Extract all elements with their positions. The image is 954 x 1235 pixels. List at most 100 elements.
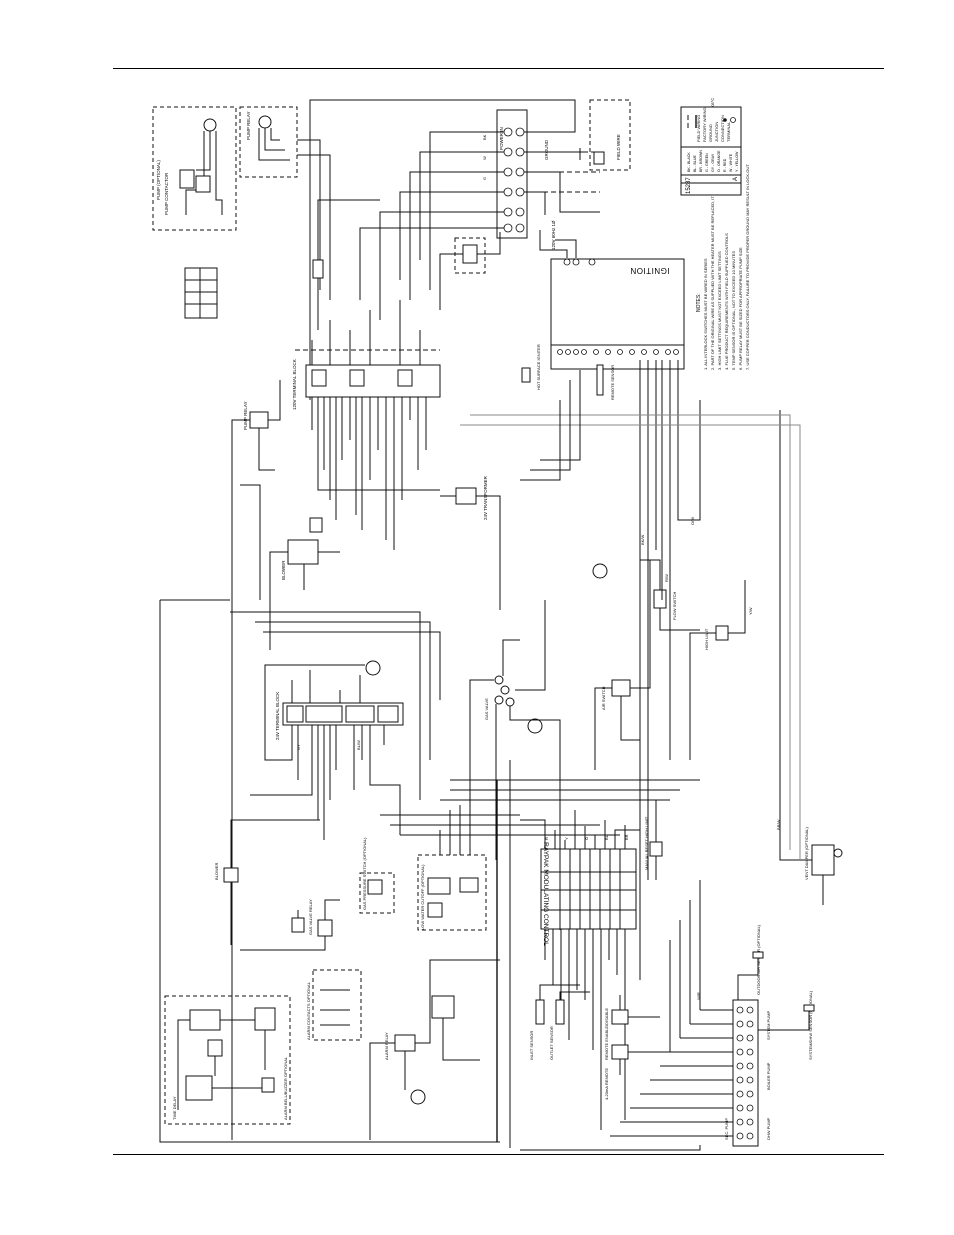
boiler-pump-label: BOILER PUMP <box>766 1062 771 1090</box>
modulating-control: RAYPAK MODULATING CONTROL <box>540 842 637 946</box>
power-in-block: POWER IN GROUND 120V 60Hz 1Ø <box>496 109 556 250</box>
gas-valve-junction: GAS VALVE <box>469 600 561 930</box>
gas-pressure-switch: GAS PRESSURE SWITCH (OPTIONAL) <box>359 837 395 914</box>
blower-relay: BLOWER <box>269 517 340 650</box>
note-2: 2. PART OF THE ORIGINAL WIRE AS SUPPLIED… <box>710 98 715 370</box>
color-bk: BK - BLACK <box>687 152 691 172</box>
pump-relay-main-label: PUMP RELAY <box>243 401 248 430</box>
manual-reset: MANUAL RESET HIGH LIMIT <box>644 800 663 880</box>
blower-switch: BLOWER <box>214 819 320 945</box>
color-y: Y - YELLOW <box>735 151 739 172</box>
system-pump-label: SYSTEM PUMP <box>766 1011 771 1040</box>
legend-box: FIELD WIRING FACTORY WIRING GROUND JUNCT… <box>680 106 742 196</box>
drawing-revision: A <box>733 177 739 181</box>
wire-tag-bk: BK <box>482 134 487 140</box>
transformer: 24V TRANSFORMER <box>440 475 501 610</box>
wire-tag-r: R <box>544 837 549 840</box>
dhw-pump-label: DHW PUMP <box>766 1117 771 1140</box>
blower-switch-label: BLOWER <box>214 863 219 880</box>
flow-switch: FLOW SWITCH <box>640 559 700 631</box>
pump-rating-table <box>184 267 218 319</box>
air-switch: AIR SWITCH <box>594 560 651 770</box>
outlet-sensor-label: OUTLET SENSOR <box>549 1026 554 1060</box>
color-gy: GY - GRAY <box>711 153 715 172</box>
sec-pump-label: SEC. PUMP <box>724 1118 729 1140</box>
alarm-bell-label: ALARM BELL/BUZZER OPTIONAL <box>283 1056 288 1120</box>
alarm-relay-label: ALARM RELAY <box>384 1032 389 1060</box>
wire-tag-bl: BL <box>604 834 609 840</box>
ignition-terminals <box>557 258 679 355</box>
legend-terminal: TERMINAL <box>726 121 731 142</box>
alarm-relay: ALARM RELAY <box>369 959 500 1140</box>
vent-damper: VENT DAMPER (OPTIONAL) <box>779 410 843 905</box>
note-3: 3. HIGH LIMIT SETTINGS MUST NOT EXCEED L… <box>717 251 722 370</box>
color-g: G - GREEN <box>705 153 709 172</box>
manual-reset-label: MANUAL RESET HIGH LIMIT <box>644 816 649 870</box>
wire-tag-bkw: BK/W <box>640 535 645 545</box>
gas-valve-label: GAS VALVE <box>484 698 489 720</box>
note-1: 1. ALL INTERLOCK SWITCHES MUST BE WIRED … <box>703 258 708 370</box>
gas-valve-relay: GAS VALVE RELAY <box>240 899 340 951</box>
ignition-module: IGNITION <box>539 230 685 370</box>
wire-tag-ow: O/W <box>690 517 695 525</box>
air-switch-label: AIR SWITCH <box>601 686 606 710</box>
wire-tag-gy: GY <box>296 744 301 750</box>
field-wire-label: FIELD WIRE <box>616 134 621 160</box>
header-rule <box>113 68 884 69</box>
wire-tag-rw: R/W <box>664 574 669 582</box>
pump-option-box: PUMP CONTACTOR PUMP (OPTIONAL) <box>152 106 237 231</box>
legend-junction: JUNCTION <box>714 122 719 142</box>
high-limit: HIGH LIMIT <box>689 580 746 760</box>
modulating-title: RAYPAK MODULATING CONTROL <box>542 842 549 946</box>
note-4: 4. FLUE PRODUCT REQUIREMENTS WITH FIELD … <box>724 233 729 370</box>
legend-connection: CONNECTION <box>720 115 725 142</box>
gas-pressure-label: GAS PRESSURE SWITCH (OPTIONAL) <box>362 837 367 910</box>
time-delay-label: TIME DELAY <box>172 1096 177 1120</box>
legend-factory: FACTORY WIRING <box>702 107 707 142</box>
footer-rule <box>113 1154 884 1155</box>
notes-block: NOTES: 1. ALL INTERLOCK SWITCHES MUST BE… <box>696 98 750 370</box>
flow-switch-label: FLOW SWITCH <box>672 591 677 620</box>
tb24-label: 24V TERMINAL BLOCK <box>275 692 280 740</box>
supply-label: 120V 60Hz 1Ø <box>551 220 556 250</box>
remote-enable: REMOTE ENABLE/DISABLE 4-20mA REMOTE <box>604 995 670 1100</box>
remote-sensor-label: REMOTE SENSOR <box>610 365 615 400</box>
wire-tag-w: W <box>482 156 487 160</box>
gas-valve-relay-label: GAS VALVE RELAY <box>308 899 313 935</box>
low-water-cutoff: LOW WATER CUTOFF (OPTIONAL) <box>417 854 487 931</box>
pump-relay-component: PUMP RELAY <box>231 380 281 1140</box>
pump-relay-label: PUMP RELAY <box>246 111 251 140</box>
remote-enable-label: REMOTE ENABLE/DISABLE <box>604 1008 609 1060</box>
color-br: BR - BROWN <box>699 150 703 172</box>
drawing-number: 15287 <box>686 177 692 194</box>
field-terminal-strip <box>732 999 759 1147</box>
remote-4-20-label: 4-20mA REMOTE <box>604 1068 609 1100</box>
alarm-bell-box: TIME DELAY ALARM BELL/BUZZER OPTIONAL <box>164 995 291 1125</box>
note-6: 6. PUMP RELAY MUST BE SIZED FOR APPROPRI… <box>738 247 743 370</box>
ground-label: GROUND <box>544 139 549 160</box>
wire-tag-g: G <box>482 177 487 180</box>
terminal-block-24v: 24V TERMINAL BLOCK <box>275 692 404 740</box>
inlet-sensor-label: INLET SENSOR <box>529 1031 534 1060</box>
ignition-title: IGNITION <box>630 266 670 275</box>
pump-optional-label: PUMP (OPTIONAL) <box>156 160 161 200</box>
power-in-label: POWER IN <box>499 127 504 150</box>
note-7: 7. USE COPPER CONDUCTORS ONLY, FAILURE T… <box>745 164 750 370</box>
vent-damper-label: VENT DAMPER (OPTIONAL) <box>804 827 809 880</box>
wire-tag-wr: W/R <box>696 992 701 1000</box>
wire-tag-yw: Y/W <box>748 607 753 615</box>
alarm-contacts-label: ALARM CONTACTS OPTIONAL <box>306 981 311 1040</box>
blower-label: BLOWER <box>281 560 286 580</box>
wire-tag-brw: BR/W <box>776 819 781 830</box>
transformer-label: 24V TRANSFORMER <box>483 475 488 520</box>
lwco-label: LOW WATER CUTOFF (OPTIONAL) <box>420 864 425 930</box>
wire-code-tags: BK W G BK/W R/W Y/W O/W BL/W GY BR/W R Y… <box>296 134 781 1000</box>
color-bl: BL - BLUE <box>693 155 697 172</box>
legend-field: FIELD WIRING <box>696 115 701 142</box>
color-w: W - WHITE <box>729 153 733 172</box>
alarm-contacts: ALARM CONTACTS OPTIONAL <box>306 969 362 1041</box>
wire-tag-y: Y <box>564 837 569 840</box>
color-o: O - ORANGE <box>717 150 721 172</box>
